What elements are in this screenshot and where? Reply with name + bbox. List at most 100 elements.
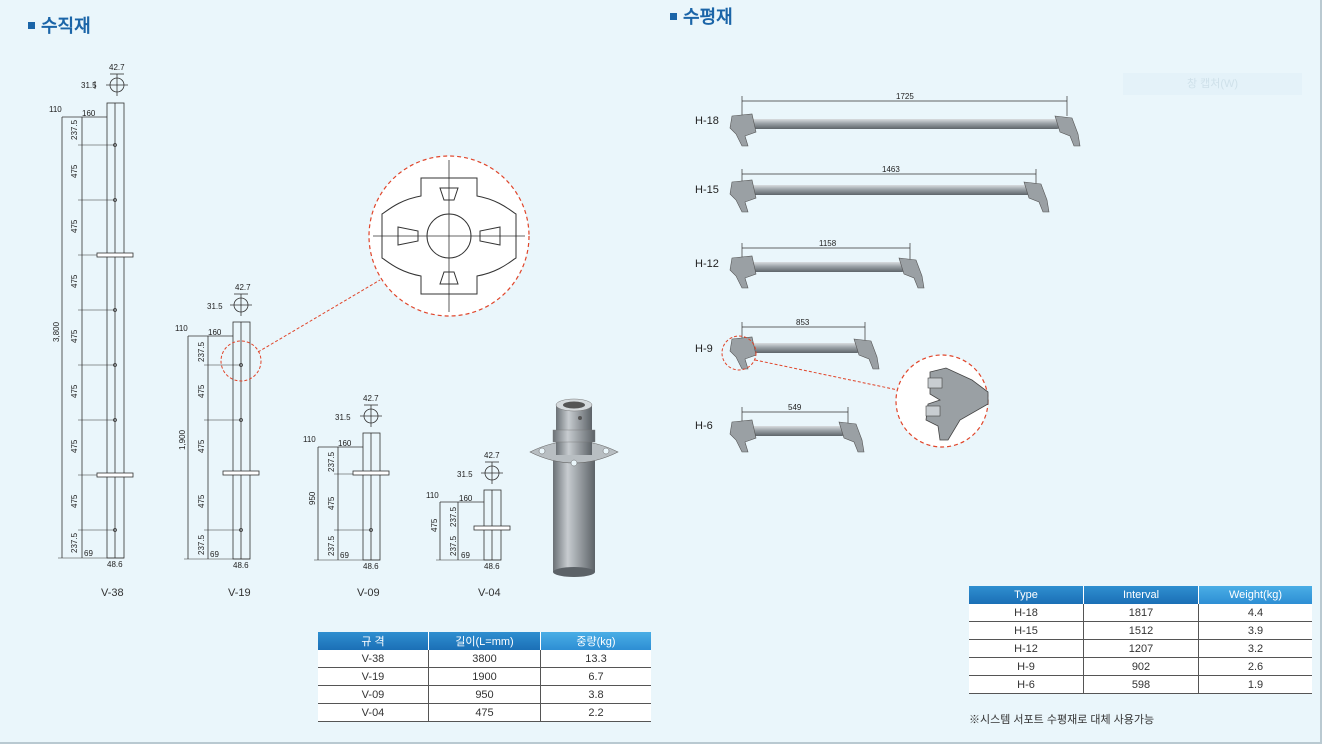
- h15-label: H-15: [695, 184, 719, 196]
- v19-detail-callout: [220, 155, 530, 382]
- svg-text:475: 475: [327, 496, 336, 510]
- svg-text:549: 549: [788, 403, 802, 412]
- svg-text:42.7: 42.7: [109, 63, 125, 72]
- svg-text:160: 160: [459, 494, 473, 503]
- svg-text:1463: 1463: [882, 165, 900, 174]
- svg-text:950: 950: [308, 491, 317, 505]
- svg-text:1725: 1725: [896, 92, 914, 101]
- svg-text:237.5: 237.5: [327, 535, 336, 556]
- svg-text:237.5: 237.5: [449, 535, 458, 556]
- svg-text:42.7: 42.7: [484, 451, 500, 460]
- svg-text:31.5: 31.5: [207, 302, 223, 311]
- svg-text:69: 69: [340, 551, 349, 560]
- h6-label: H-6: [695, 420, 713, 432]
- h6-bar: [729, 407, 865, 453]
- h9-detail-callout: [721, 335, 989, 448]
- col-header: 길이(L=mm): [428, 632, 541, 650]
- svg-text:853: 853: [796, 318, 810, 327]
- v04-label: V-04: [478, 587, 501, 599]
- svg-text:237.5: 237.5: [70, 532, 79, 553]
- svg-text:42.7: 42.7: [235, 283, 251, 292]
- v19-label: V-19: [228, 587, 251, 599]
- svg-text:69: 69: [210, 550, 219, 559]
- h12-label: H-12: [695, 258, 719, 270]
- horizontal-labels: H-18 H-15 H-12 H-9 H-6: [695, 115, 719, 432]
- svg-text:237.5: 237.5: [70, 119, 79, 140]
- svg-text:69: 69: [84, 549, 93, 558]
- svg-text:475: 475: [197, 494, 206, 508]
- horizontal-note: ※시스템 서포트 수평재로 대체 사용가능: [969, 714, 1155, 726]
- svg-text:31.5: 31.5: [335, 413, 351, 422]
- svg-text:48.6: 48.6: [233, 561, 249, 570]
- svg-text:475: 475: [70, 494, 79, 508]
- col-header: Weight(kg): [1198, 586, 1312, 604]
- svg-text:160: 160: [208, 328, 222, 337]
- svg-text:48.6: 48.6: [484, 562, 500, 571]
- vertical-post-3d: [529, 398, 619, 577]
- svg-text:1,900: 1,900: [178, 429, 187, 450]
- col-header: 중량(kg): [540, 632, 651, 650]
- v04-drawing: [436, 461, 511, 561]
- svg-text:160: 160: [82, 109, 96, 118]
- vertical-section-title: 수직재: [28, 12, 91, 38]
- h9-bar: [729, 322, 880, 370]
- svg-text:475: 475: [70, 274, 79, 288]
- svg-text:69: 69: [461, 551, 470, 560]
- horizontal-section-title: 수평재: [670, 3, 733, 29]
- svg-text:110: 110: [426, 491, 439, 500]
- svg-text:42.7: 42.7: [363, 394, 379, 403]
- h18-label: H-18: [695, 115, 719, 127]
- h12-bar: [729, 243, 925, 289]
- v38-label: V-38: [101, 587, 124, 599]
- col-header: 규 격: [318, 632, 429, 650]
- horizontal-lengths: 1725 1463 1158 853 549: [788, 92, 914, 412]
- svg-text:237.5: 237.5: [197, 534, 206, 555]
- svg-text:48.6: 48.6: [107, 560, 123, 569]
- v38-dimensions: 42.7 31.5 110 160 237.5 475 475 475 475 …: [49, 63, 125, 569]
- v19-dimensions: 42.7 31.5 110 160 237.5 475 475 475 237.…: [175, 283, 251, 570]
- svg-text:110: 110: [49, 105, 62, 114]
- svg-text:3,800: 3,800: [52, 321, 61, 342]
- svg-text:475: 475: [70, 439, 79, 453]
- svg-text:110: 110: [175, 324, 188, 333]
- svg-text:475: 475: [70, 384, 79, 398]
- svg-text:237.5: 237.5: [449, 506, 458, 527]
- col-header: Type: [969, 586, 1084, 604]
- h15-bar: [729, 169, 1050, 213]
- v38-drawing: [58, 73, 134, 559]
- svg-text:31.5: 31.5: [81, 81, 97, 90]
- svg-text:31.5: 31.5: [457, 470, 473, 479]
- svg-text:110: 110: [303, 435, 316, 444]
- v09-drawing: [314, 404, 390, 561]
- svg-text:1158: 1158: [819, 239, 837, 248]
- v19-drawing: [184, 293, 260, 560]
- svg-text:475: 475: [70, 329, 79, 343]
- faded-capture-label: 창 캡처(W): [1123, 73, 1302, 95]
- v09-label: V-09: [357, 587, 380, 599]
- svg-text:475: 475: [197, 439, 206, 453]
- svg-text:48.6: 48.6: [363, 562, 379, 571]
- svg-text:237.5: 237.5: [197, 341, 206, 362]
- h18-bar: [729, 96, 1081, 147]
- h9-label: H-9: [695, 343, 713, 355]
- col-header: Interval: [1083, 586, 1199, 604]
- svg-text:237.5: 237.5: [327, 451, 336, 472]
- v04-dimensions: 42.7 31.5 110 160 237.5 237.5 475 69 48.…: [426, 451, 500, 571]
- v09-dimensions: 42.7 31.5 110 160 237.5 475 237.5 950 69…: [303, 394, 379, 571]
- svg-text:475: 475: [70, 164, 79, 178]
- svg-text:475: 475: [197, 384, 206, 398]
- svg-text:475: 475: [430, 518, 439, 532]
- svg-text:475: 475: [70, 219, 79, 233]
